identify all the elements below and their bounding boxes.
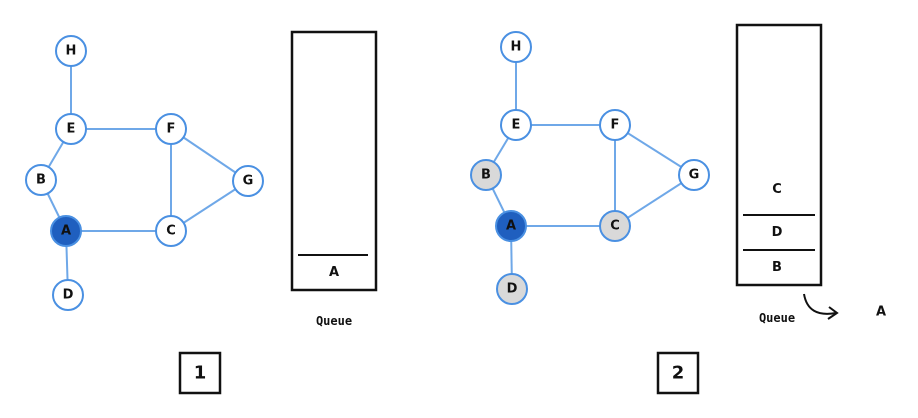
node-circle: [25, 164, 57, 196]
node-circle: [599, 210, 631, 242]
node-a: A: [495, 210, 527, 242]
step-label-box: [178, 351, 222, 395]
graph-edges: [485, 47, 695, 290]
node-d: D: [52, 279, 84, 311]
node-circle: [55, 35, 87, 67]
node-circle: [155, 215, 187, 247]
node-label: F: [167, 122, 176, 137]
node-b: B: [470, 159, 502, 191]
node-label: C: [166, 224, 176, 239]
node-f: F: [599, 109, 631, 141]
node-circle: [155, 113, 187, 145]
node-circle: [232, 165, 264, 197]
queue-items: C D B: [743, 182, 815, 275]
node-g: G: [678, 159, 710, 191]
node-circle: [52, 279, 84, 311]
panel-step-2: H E F B G A C D C D B Queue A 2: [470, 23, 886, 395]
node-c: C: [599, 210, 631, 242]
node-label: G: [689, 168, 700, 183]
node-circle: [599, 109, 631, 141]
node-label: C: [610, 219, 620, 234]
node-label: H: [66, 44, 77, 59]
graph-nodes: H E F B G A C D: [25, 35, 264, 311]
dequeued-item: A: [876, 305, 886, 320]
node-circle: [496, 273, 528, 305]
queue-item: B: [772, 260, 782, 275]
node-d: D: [496, 273, 528, 305]
node-circle: [470, 159, 502, 191]
node-f: F: [155, 113, 187, 145]
node-e: E: [500, 109, 532, 141]
node-c: C: [155, 215, 187, 247]
node-label: E: [67, 122, 76, 137]
node-label: H: [511, 40, 522, 55]
node-label: G: [243, 174, 254, 189]
queue-item: C: [772, 182, 782, 197]
node-g: G: [232, 165, 264, 197]
queue-box: [290, 30, 378, 292]
node-circle: [50, 215, 82, 247]
node-e: E: [55, 113, 87, 145]
graph-edges: [40, 51, 249, 296]
node-label: E: [512, 118, 521, 133]
node-circle: [678, 159, 710, 191]
queue-items: A: [298, 254, 368, 280]
node-h: H: [500, 31, 532, 63]
node-h: H: [55, 35, 87, 67]
node-label: A: [61, 224, 71, 239]
step-label-box: [656, 351, 700, 395]
queue-item: D: [772, 225, 783, 240]
step-label: 1: [194, 363, 207, 384]
node-circle: [500, 109, 532, 141]
dequeue-arrow-head: [827, 306, 839, 320]
node-label: F: [611, 118, 620, 133]
node-label: B: [481, 168, 491, 183]
dequeue-arrow: [803, 293, 837, 315]
node-label: A: [506, 219, 516, 234]
queue-caption: Queue: [316, 314, 352, 328]
graph-nodes: H E F B G A C D: [470, 31, 710, 305]
step-label: 2: [672, 363, 685, 384]
panel-step-1: H E F B G A C D A Queue 1: [25, 30, 378, 395]
node-label: B: [36, 173, 46, 188]
node-circle: [500, 31, 532, 63]
node-label: D: [63, 288, 74, 303]
node-a: A: [50, 215, 82, 247]
node-label: D: [507, 282, 518, 297]
node-circle: [55, 113, 87, 145]
queue-box: [735, 23, 823, 287]
queue-item: A: [329, 265, 339, 280]
node-circle: [495, 210, 527, 242]
node-b: B: [25, 164, 57, 196]
queue-caption: Queue: [759, 311, 795, 325]
